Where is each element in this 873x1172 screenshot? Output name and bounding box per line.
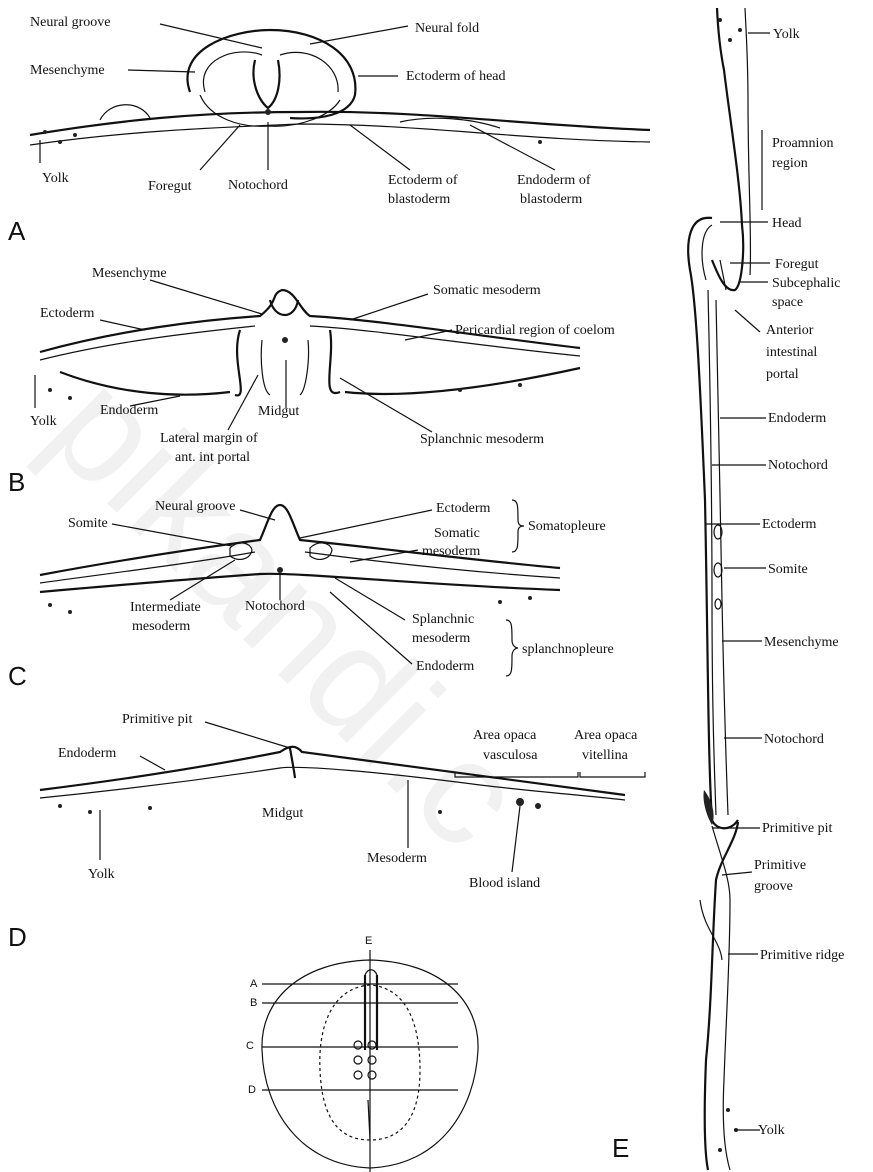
label-e-head: Head bbox=[772, 216, 802, 231]
label-e-ectoderm: Ectoderm bbox=[762, 517, 817, 532]
label-e-endoderm: Endoderm bbox=[768, 411, 826, 426]
key-letter-d: D bbox=[248, 1084, 256, 1096]
label-e-mesenchyme: Mesenchyme bbox=[764, 635, 839, 650]
label-e-subcephalic-1: Subcephalic bbox=[772, 276, 840, 291]
label-c-notochord: Notochord bbox=[245, 599, 305, 614]
label-c-intermediate-1: Intermediate bbox=[130, 600, 201, 615]
label-c-splanchnic-2: mesoderm bbox=[412, 631, 470, 646]
label-b-splanchnic-mesoderm: Splanchnic mesoderm bbox=[420, 432, 544, 447]
label-e-yolk-top: Yolk bbox=[773, 27, 800, 42]
label-c-ectoderm: Ectoderm bbox=[436, 501, 491, 516]
label-c-endoderm: Endoderm bbox=[416, 659, 474, 674]
label-e-notochord-1: Notochord bbox=[768, 458, 828, 473]
label-e-proamnion-2: region bbox=[772, 156, 808, 171]
label-a-notochord: Notochord bbox=[228, 178, 288, 193]
label-d-endoderm: Endoderm bbox=[58, 746, 116, 761]
label-c-splanchnopleure: splanchnopleure bbox=[522, 642, 614, 657]
label-d-area-opaca-vitellina-1: Area opaca bbox=[574, 728, 638, 743]
label-a-mesenchyme: Mesenchyme bbox=[30, 63, 105, 78]
label-c-splanchnic-1: Splanchnic bbox=[412, 612, 474, 627]
panel-letter-c: C bbox=[8, 661, 27, 691]
label-a-ectoderm-of: Ectoderm of bbox=[388, 173, 458, 188]
label-e-primitive-ridge: Primitive ridge bbox=[760, 948, 844, 963]
label-c-intermediate-2: mesoderm bbox=[132, 619, 190, 634]
label-a-endoderm-blastoderm: blastoderm bbox=[520, 192, 582, 207]
label-c-somatopleure: Somatopleure bbox=[528, 519, 606, 534]
section-key-embryo bbox=[262, 950, 478, 1172]
label-c-neural-groove: Neural groove bbox=[155, 499, 235, 514]
label-e-notochord-2: Notochord bbox=[764, 732, 824, 747]
key-letter-c: C bbox=[246, 1040, 254, 1052]
label-d-area-opaca-vitellina-2: vitellina bbox=[582, 748, 629, 763]
label-e-anterior-3: portal bbox=[766, 367, 799, 382]
label-e-anterior-1: Anterior bbox=[766, 323, 814, 338]
label-b-somatic-mesoderm: Somatic mesoderm bbox=[433, 283, 541, 298]
panel-letter-a: A bbox=[8, 216, 26, 246]
panel-a-diagram bbox=[30, 30, 650, 145]
label-a-neural-fold: Neural fold bbox=[415, 21, 479, 36]
panel-e-diagram bbox=[688, 8, 750, 1170]
bracket-splanchnopleure bbox=[506, 620, 518, 676]
label-d-primitive-pit: Primitive pit bbox=[122, 712, 193, 727]
label-d-mesoderm: Mesoderm bbox=[367, 851, 427, 866]
label-e-proamnion-1: Proamnion bbox=[772, 136, 833, 151]
label-d-midgut: Midgut bbox=[262, 806, 303, 821]
label-c-somatic-1: Somatic bbox=[434, 526, 480, 541]
label-e-yolk-bottom: Yolk bbox=[758, 1123, 785, 1138]
label-e-primitive-groove-1: Primitive bbox=[754, 858, 806, 873]
label-b-lateral-margin-1: Lateral margin of bbox=[160, 431, 258, 446]
key-letter-a: A bbox=[250, 978, 258, 990]
label-d-yolk: Yolk bbox=[88, 867, 115, 882]
label-b-yolk: Yolk bbox=[30, 414, 57, 429]
panel-letter-d: D bbox=[8, 922, 27, 952]
label-a-endoderm-of: Endoderm of bbox=[517, 173, 591, 188]
label-d-area-opaca-vasculosa-2: vasculosa bbox=[483, 748, 538, 763]
label-a-foregut: Foregut bbox=[148, 179, 192, 194]
label-b-endoderm: Endoderm bbox=[100, 403, 158, 418]
label-a-neural-groove: Neural groove bbox=[30, 15, 110, 30]
label-b-pericardial-region: Pericardial region of coelom bbox=[455, 323, 615, 338]
label-e-primitive-pit: Primitive pit bbox=[762, 821, 833, 836]
label-e-somite: Somite bbox=[768, 562, 808, 577]
panel-letter-e: E bbox=[612, 1133, 629, 1163]
bracket-somatopleure bbox=[512, 500, 524, 552]
panel-letter-b: B bbox=[8, 467, 25, 497]
label-d-area-opaca-vasculosa-1: Area opaca bbox=[473, 728, 537, 743]
label-b-lateral-margin-2: ant. int portal bbox=[175, 450, 250, 465]
key-letter-e: E bbox=[365, 935, 372, 947]
label-a-ectoderm-blastoderm: blastoderm bbox=[388, 192, 450, 207]
label-c-somatic-2: mesoderm bbox=[422, 544, 480, 559]
panel-e-leaders bbox=[705, 33, 770, 1130]
label-b-ectoderm: Ectoderm bbox=[40, 306, 95, 321]
label-e-anterior-2: intestinal bbox=[766, 345, 817, 360]
label-a-ectoderm-of-head: Ectoderm of head bbox=[406, 69, 506, 84]
label-a-yolk: Yolk bbox=[42, 171, 69, 186]
label-e-subcephalic-2: space bbox=[772, 295, 803, 310]
key-letter-b: B bbox=[250, 997, 257, 1009]
label-b-midgut: Midgut bbox=[258, 404, 299, 419]
label-b-mesenchyme: Mesenchyme bbox=[92, 266, 167, 281]
label-c-somite: Somite bbox=[68, 516, 108, 531]
label-d-blood-island: Blood island bbox=[469, 876, 540, 891]
label-e-primitive-groove-2: groove bbox=[754, 879, 793, 894]
panel-a-leaders bbox=[40, 24, 555, 170]
label-e-foregut: Foregut bbox=[775, 257, 819, 272]
